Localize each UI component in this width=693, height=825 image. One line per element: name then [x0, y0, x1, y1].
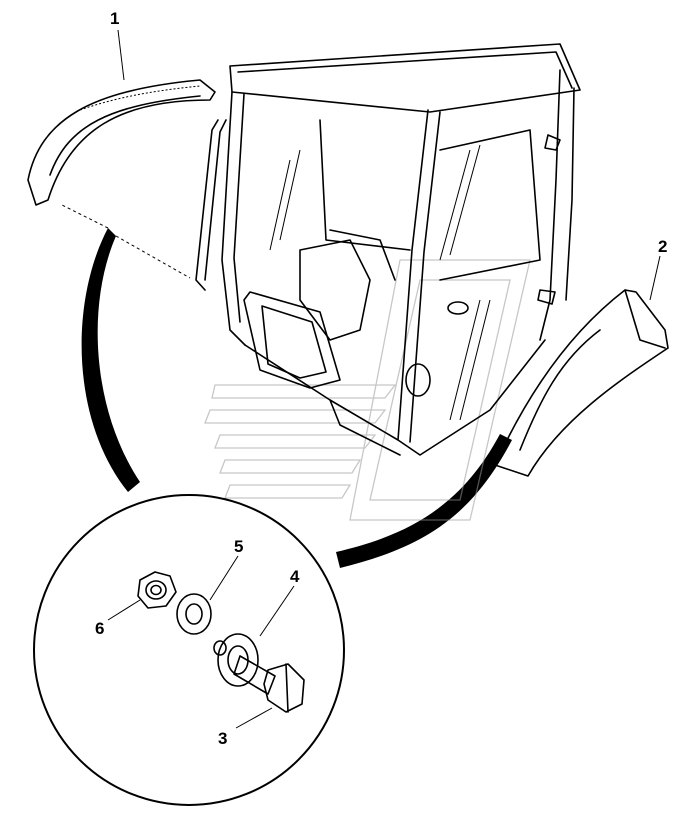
- detail-circle: [33, 494, 345, 806]
- part-2-mudguard: [494, 289, 669, 477]
- callout-1: 1: [110, 9, 119, 28]
- cab-assembly: [195, 43, 581, 456]
- watermark-logo: [204, 259, 531, 521]
- detail-connection-band: [59, 203, 512, 568]
- callout-3: 3: [218, 729, 227, 748]
- part-6-nut: [137, 571, 177, 609]
- part-3-bolt: [233, 655, 305, 713]
- leader-lines: [107, 29, 661, 729]
- part-1-fairing: [27, 79, 216, 206]
- callout-6: 6: [95, 619, 104, 638]
- callout-5: 5: [234, 537, 243, 556]
- part-5-washer: [176, 593, 212, 635]
- callout-2: 2: [658, 237, 667, 256]
- callout-4: 4: [290, 567, 300, 586]
